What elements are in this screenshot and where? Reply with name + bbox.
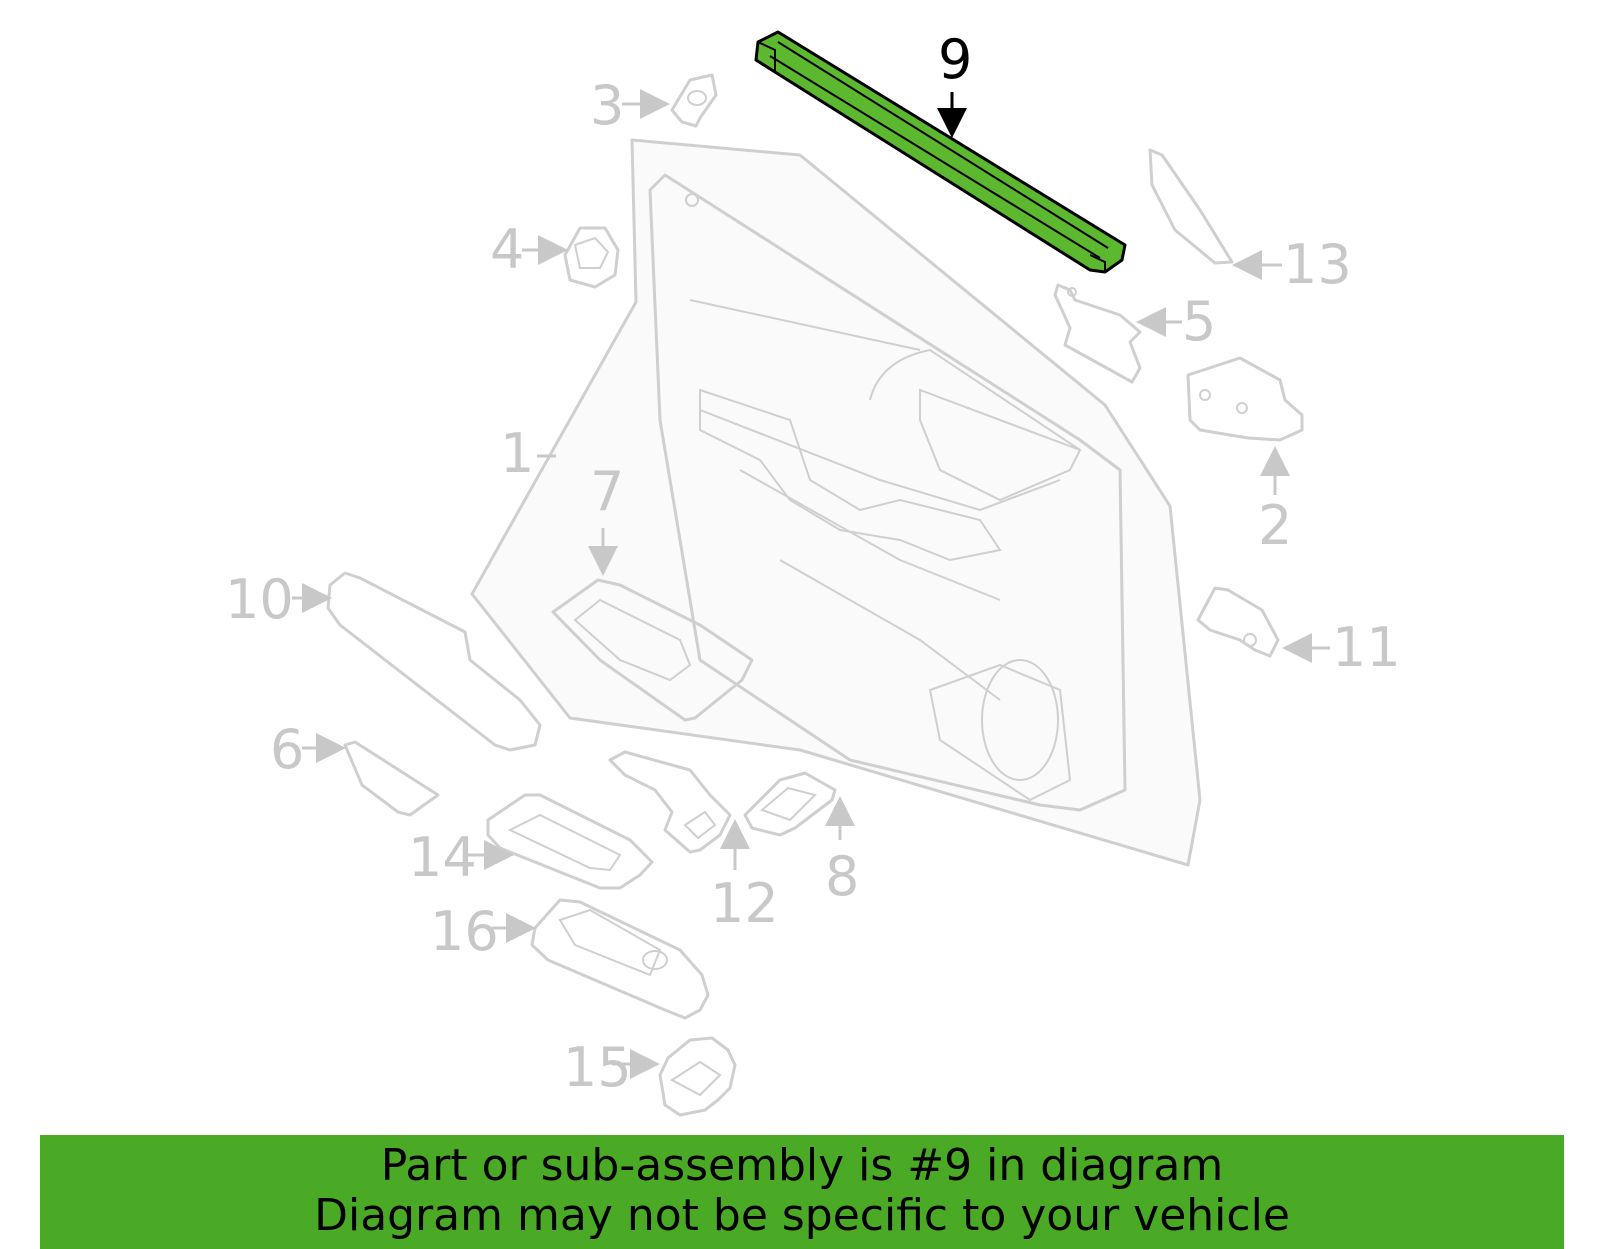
- part-3: [670, 73, 718, 128]
- part-14: [486, 793, 654, 890]
- callout-9-highlighted: 9: [938, 28, 972, 91]
- callout-14: 14: [408, 826, 477, 889]
- callout-5: 5: [1182, 290, 1216, 353]
- callout-10: 10: [225, 568, 294, 631]
- part-12: [608, 750, 732, 854]
- part-8: [743, 771, 837, 837]
- callout-2: 2: [1258, 494, 1292, 557]
- part-7: [551, 578, 754, 722]
- callout-3: 3: [590, 74, 624, 137]
- callout-1: 1: [500, 422, 534, 485]
- part-2: [1186, 356, 1304, 442]
- callout-11: 11: [1332, 616, 1401, 679]
- callout-15: 15: [563, 1036, 632, 1099]
- callout-6: 6: [270, 718, 304, 781]
- banner-line-disclaimer: Diagram may not be specific to your vehi…: [314, 1190, 1290, 1241]
- part-13: [1148, 148, 1234, 265]
- part-6: [343, 740, 440, 817]
- part-16: [530, 898, 710, 1020]
- callout-4: 4: [490, 218, 524, 281]
- callout-arrows: [292, 89, 1330, 1079]
- info-banner: Part or sub-assembly is #9 in diagram Di…: [40, 1135, 1564, 1249]
- part-5: [1053, 283, 1142, 384]
- part-9-highlighted: [754, 30, 1127, 274]
- part-10: [326, 571, 542, 752]
- parts-diagram: 3 4 13 5 2 11 1 7 10 6 12 8 14 16 15 9: [225, 28, 1401, 1117]
- part-4: [563, 226, 620, 289]
- part-15: [658, 1036, 737, 1117]
- door-trim-panel: [470, 138, 1202, 867]
- callout-7: 7: [590, 460, 624, 523]
- callout-12: 12: [710, 872, 779, 935]
- part-11: [1196, 586, 1280, 658]
- banner-line-part-number: Part or sub-assembly is #9 in diagram: [380, 1140, 1224, 1191]
- callout-13: 13: [1283, 233, 1352, 296]
- callout-16: 16: [430, 900, 499, 963]
- callout-8: 8: [825, 845, 859, 908]
